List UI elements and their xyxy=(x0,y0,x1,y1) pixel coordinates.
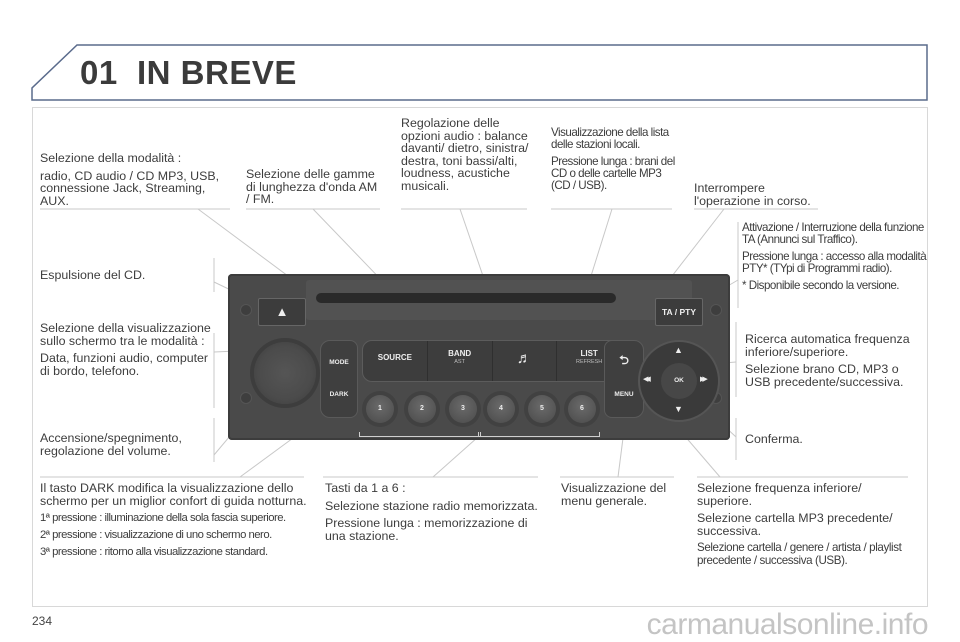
screw xyxy=(710,304,722,316)
label-list-line1: Visualizzazione della lista delle stazio… xyxy=(551,126,669,151)
band-sublabel: AST xyxy=(454,359,465,365)
label-mode-body: radio, CD audio / CD MP3, USB, connessio… xyxy=(40,168,220,208)
down-arrow-button[interactable]: ▼ xyxy=(674,404,683,414)
label-list: Visualizzazione della lista delle stazio… xyxy=(551,127,676,197)
page-number: 234 xyxy=(32,614,53,628)
menu-button[interactable]: MENU xyxy=(614,391,634,398)
function-button-bar: SOURCE BAND AST ♬ LIST REFRESH xyxy=(362,340,622,382)
label-display-line1: Selezione della visualizzazione sullo sc… xyxy=(40,321,211,348)
label-power-volume: Accensione/spegnimento, regolazione del … xyxy=(40,431,182,458)
back-arrow-icon: ⮌ xyxy=(619,353,629,367)
label-ta-footnote: * Disponibile secondo la versione. xyxy=(742,279,900,292)
label-updown-line2: Selezione cartella MP3 precedente/ succe… xyxy=(697,511,893,538)
label-mode-title: Selezione della modalità : xyxy=(40,151,182,165)
label-presets-line2: Pressione lunga : memorizzazione di una … xyxy=(325,516,528,543)
presets-bracket xyxy=(478,432,600,437)
eject-icon: ▲ xyxy=(275,304,289,319)
label-mode-selection: Selezione della modalità : radio, CD aud… xyxy=(40,152,235,212)
label-dark-line1: Il tasto DARK modifica la visualizzazion… xyxy=(40,481,307,508)
label-confirm: Conferma. xyxy=(745,432,803,446)
preset-button-3[interactable]: 3 xyxy=(449,395,477,423)
label-display-line2: Data, funzioni audio, computer di bordo,… xyxy=(40,351,209,378)
chapter-title: IN BREVE xyxy=(137,54,297,91)
audio-settings-button[interactable]: ♬ xyxy=(493,341,558,381)
dark-button[interactable]: DARK xyxy=(329,391,349,398)
list-label: LIST xyxy=(580,349,598,358)
label-dark-line4: 3ª pressione : ritorno alla visualizzazi… xyxy=(40,546,268,559)
preset-button-5[interactable]: 5 xyxy=(528,395,556,423)
label-back: Interrompere l'operazione in corso. xyxy=(694,181,811,208)
label-presets-title: Tasti da 1 a 6 : xyxy=(325,481,406,495)
label-eject: Espulsione del CD. xyxy=(40,268,146,282)
radio-unit: ▲ TA / PTY MODE DARK SOURCE BAND AST ♬ L… xyxy=(228,274,730,440)
label-seek-line2: Selezione brano CD, MP3 o USB precedente… xyxy=(745,362,904,389)
volume-power-knob[interactable] xyxy=(254,342,316,404)
navigation-pad: ▲ ▼ ◀◀ ▶▶ OK xyxy=(638,340,720,422)
chapter-number: 01 xyxy=(80,54,118,91)
cd-slot-panel xyxy=(306,280,692,320)
label-up-down: Selezione frequenza inferiore/ superiore… xyxy=(697,482,917,573)
source-label: SOURCE xyxy=(377,353,412,362)
label-updown-line3: Selezione cartella / genere / artista / … xyxy=(697,541,902,567)
label-seek-line1: Ricerca automatica frequenza inferiore/s… xyxy=(745,332,910,359)
seek-forward-button[interactable]: ▶▶ xyxy=(700,376,708,383)
source-button[interactable]: SOURCE xyxy=(363,341,428,381)
label-dark-line3: 2ª pressione : visualizzazione di uno sc… xyxy=(40,529,272,542)
label-ta-line1: Attivazione / Interruzione della funzion… xyxy=(742,221,924,246)
label-list-line2: Pressione lunga : brani del CD o delle c… xyxy=(551,155,675,192)
mode-button[interactable]: MODE xyxy=(329,359,349,366)
screw xyxy=(240,392,252,404)
chapter-header-frame xyxy=(31,44,928,101)
cd-slot xyxy=(316,293,616,303)
label-band-selection: Selezione delle gamme di lunghezza d'ond… xyxy=(246,167,378,207)
screw xyxy=(240,304,252,316)
list-sublabel: REFRESH xyxy=(575,359,603,365)
presets-bracket xyxy=(359,432,481,437)
band-label: BAND xyxy=(448,349,472,358)
band-button[interactable]: BAND AST xyxy=(428,341,493,381)
label-dark: Il tasto DARK modifica la visualizzazion… xyxy=(40,482,310,563)
up-arrow-button[interactable]: ▲ xyxy=(674,345,683,355)
ta-pty-button[interactable]: TA / PTY xyxy=(655,298,703,326)
preset-button-6[interactable]: 6 xyxy=(568,395,596,423)
seek-back-button[interactable]: ◀◀ xyxy=(643,376,651,383)
preset-button-2[interactable]: 2 xyxy=(408,395,436,423)
preset-button-4[interactable]: 4 xyxy=(487,395,515,423)
label-updown-line1: Selezione frequenza inferiore/ superiore… xyxy=(697,481,862,508)
label-ta-pty: Attivazione / Interruzione della funzion… xyxy=(742,222,928,297)
label-presets-line1: Selezione stazione radio memorizzata. xyxy=(325,498,538,513)
label-audio-options: Regolazione delle opzioni audio : balanc… xyxy=(401,116,529,193)
label-ta-line2: Pressione lunga : accesso alla modalità … xyxy=(742,250,927,275)
watermark: carmanualsonline.info xyxy=(646,608,929,641)
list-button[interactable]: LIST REFRESH xyxy=(557,341,621,381)
mode-dark-rocker: MODE DARK xyxy=(320,340,358,418)
content-frame xyxy=(32,107,928,607)
label-display-mode: Selezione della visualizzazione sullo sc… xyxy=(40,322,215,382)
ok-button[interactable]: OK xyxy=(661,363,697,399)
label-menu: Visualizzazione del menu generale. xyxy=(561,481,667,508)
music-note-icon: ♬ xyxy=(516,350,532,367)
label-dark-line2: 1ª pressione : illuminazione della sola … xyxy=(40,512,286,525)
preset-button-1[interactable]: 1 xyxy=(366,395,394,423)
label-seek: Ricerca automatica frequenza inferiore/s… xyxy=(745,333,925,393)
label-presets: Tasti da 1 a 6 : Selezione stazione radi… xyxy=(325,482,540,547)
eject-button[interactable]: ▲ xyxy=(258,298,306,326)
back-button[interactable]: ⮌ xyxy=(605,351,643,372)
